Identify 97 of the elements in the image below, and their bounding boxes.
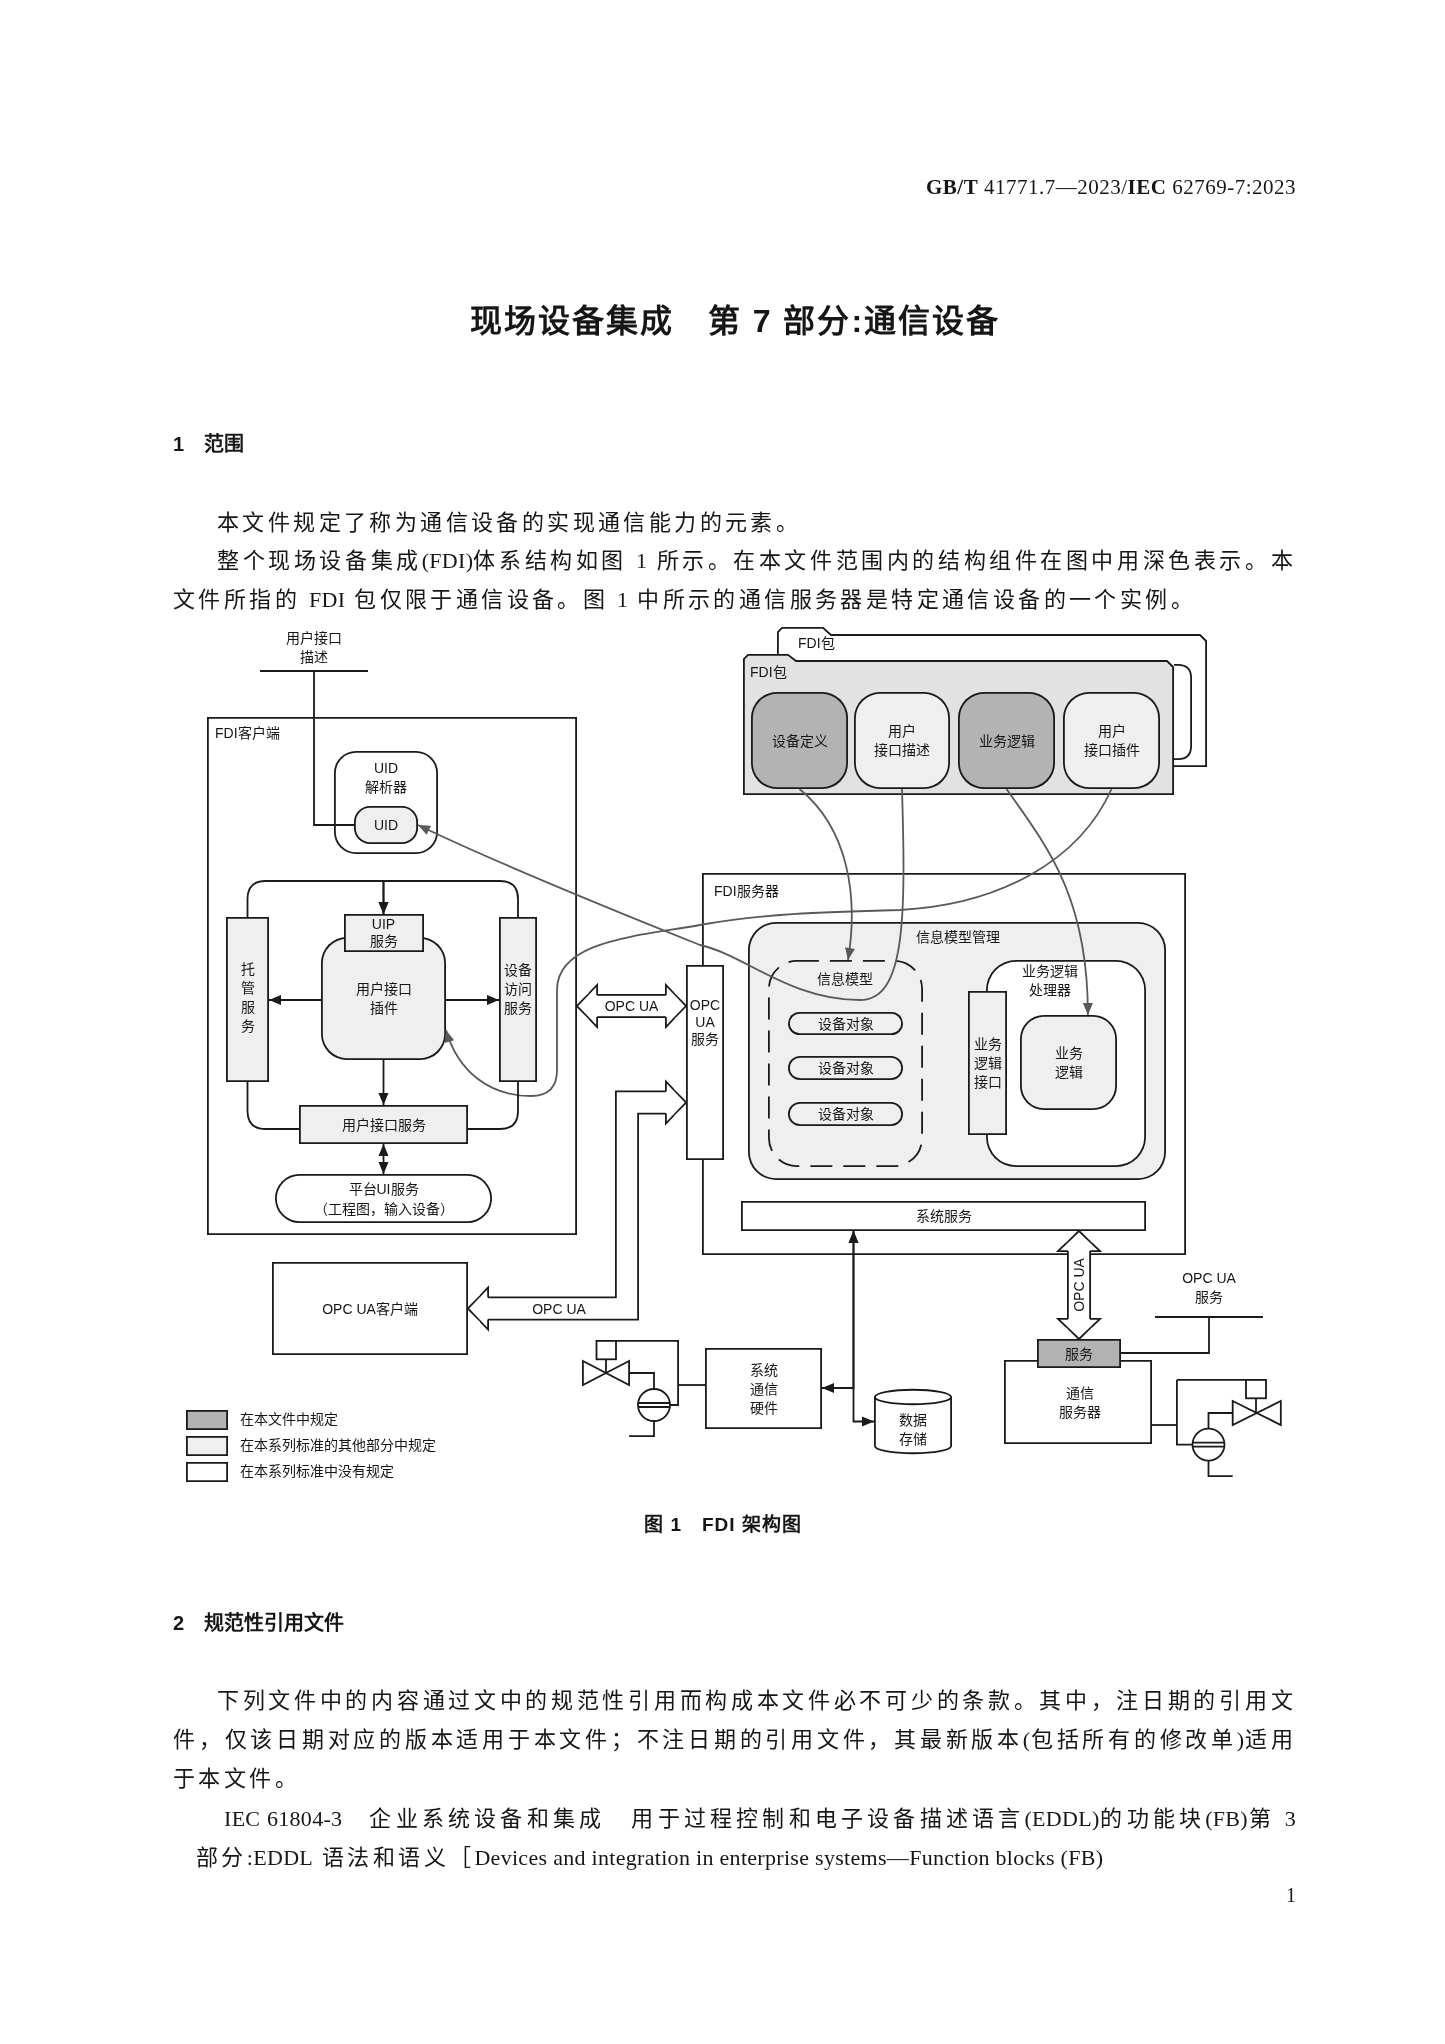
group-title: UID 解析器: [365, 759, 407, 797]
rounded-pill: [275, 1174, 492, 1223]
process-box: [299, 1105, 468, 1144]
body-paragraph: 下列文件中的内容通过文中的规范性引用而构成本文件必不可少的条款。其中，注日期的引用文件，仅该日期对应的版本适用于本文件；不注日期的引用文件，其最新版本(包括所有的修改单)适用于本文件。: [173, 1687, 1296, 1793]
section-heading: 1 范围: [173, 432, 245, 457]
node-label: 平台UI服务: [348, 1179, 419, 1199]
node-label: 通信服务器: [1059, 1384, 1101, 1422]
legend-label: 在本文件中规定: [240, 1411, 338, 1429]
valve-icon: [582, 1340, 679, 1437]
connector-line: [678, 1384, 706, 1386]
component-box: [958, 692, 1055, 789]
object-pill: [788, 1056, 903, 1080]
legend-label: 在本系列标准的其他部分中规定: [240, 1437, 436, 1455]
node-label: 设备访问服务: [504, 960, 532, 1018]
document-title: 现场设备集成 第 7 部分:通信设备: [469, 302, 1001, 341]
node-label: OPC UA客户端: [322, 1299, 418, 1318]
process-box: [343, 914, 424, 952]
package-folder: [743, 654, 1174, 795]
node-label: 业务逻辑: [1054, 1043, 1083, 1082]
rounded-container: [748, 922, 1166, 1180]
node-label: 用户接口服务: [341, 1115, 426, 1134]
group-title: 业务逻辑处理器: [1022, 962, 1078, 1000]
node-label: OPC UA 服务: [689, 996, 721, 1048]
valve-icon: [1176, 1379, 1282, 1477]
service-bar: [686, 965, 724, 1160]
edge-label: OPC UA: [1071, 1257, 1087, 1313]
connector-line: [246, 1081, 300, 1130]
rounded-container: [986, 960, 1146, 1167]
arrow: [417, 788, 905, 1001]
node-label: 用户接口插件: [1083, 721, 1140, 760]
arrow: [378, 1143, 389, 1175]
component-box: [751, 692, 848, 789]
arrow: [1005, 788, 1093, 1016]
node-label: （工程图，输入设备）: [313, 1199, 454, 1219]
arrow: [378, 880, 519, 918]
node-label: 数据存储: [899, 1411, 927, 1449]
group-title: 信息模型: [817, 969, 873, 989]
process-box: [1037, 1339, 1121, 1368]
database-cylinder: [874, 1389, 952, 1454]
container-box: [207, 717, 577, 1235]
connector-line: [1151, 1424, 1177, 1426]
standard-number: GB/T 41771.7—2023/IEC 62769-7:2023: [926, 174, 1296, 200]
component-box: [1063, 692, 1160, 789]
reference-entry: IEC 61804-3 企业系统设备和集成 用于过程控制和电子设备描述语言(EDDL)的功能块(FB)第 3 部分:EDDL 语法和语义［Devices and integration in enterprise systems—Function blocks (FB): [195, 1805, 1296, 1872]
rounded-box: [1174, 664, 1192, 760]
group-title: 信息模型管理: [916, 927, 1000, 947]
node-label: 设备对象: [817, 1058, 874, 1078]
figure-caption: 图 1 FDI 架构图: [644, 1513, 802, 1537]
service-bar: [226, 917, 269, 1082]
interface-symbol: [260, 628, 368, 672]
node-label: 业务逻辑接口: [973, 1034, 1002, 1092]
interface-label: OPC UA 服务: [1182, 1269, 1236, 1307]
edge-label: OPC UA: [603, 998, 660, 1014]
rounded-box: [1020, 1015, 1117, 1110]
arrow: [268, 995, 322, 1005]
node-label: 用户接口插件: [355, 979, 412, 1018]
node-label: UID: [373, 815, 399, 835]
node-label: UIP 服务: [369, 916, 398, 950]
process-box: [272, 1262, 468, 1355]
node-label: 设备对象: [817, 1104, 874, 1124]
body-paragraph: 本文件规定了称为通信设备的实现通信能力的元素。: [216, 509, 803, 537]
service-bar: [499, 917, 537, 1082]
arrow: [848, 1230, 875, 1427]
arrow: [445, 995, 500, 1005]
section-heading: 2 规范性引用文件: [173, 1611, 345, 1636]
dashed-container: [768, 960, 923, 1167]
group-title: FDI客户端: [215, 723, 280, 743]
arrow: [445, 788, 1113, 1097]
rounded-container: [334, 751, 438, 854]
connector-line: [313, 671, 355, 826]
object-pill: [788, 1012, 903, 1035]
arrow: [798, 788, 855, 961]
process-box: [1004, 1360, 1152, 1444]
folder-title: FDI包: [750, 662, 787, 682]
node-label: 服务: [1065, 1344, 1093, 1363]
node-label: 系统服务: [915, 1206, 972, 1226]
group-title: FDI服务器: [714, 881, 779, 901]
object-pill: [788, 1102, 903, 1126]
service-bar: [968, 991, 1007, 1135]
process-box: [705, 1348, 822, 1429]
connector-line: [467, 1081, 519, 1130]
node-label: 系统通信硬件: [749, 1360, 778, 1417]
node-label: 用户接口描述: [874, 721, 930, 760]
connector-line: [1120, 1317, 1210, 1354]
folder-title: FDI包: [798, 633, 835, 653]
arrow: [378, 1059, 389, 1106]
node-label: 业务逻辑: [978, 731, 1035, 750]
node-label: 托管服务: [240, 960, 255, 1036]
node-label: 设备定义: [771, 731, 828, 750]
interface-label: 用户接口描述: [286, 629, 342, 667]
process-box: [741, 1201, 1146, 1231]
legend-label: 在本系列标准中没有规定: [240, 1463, 394, 1481]
rounded-box: [354, 806, 418, 844]
body-paragraph: 整个现场设备集成(FDI)体系结构如图 1 所示。在本文件范围内的结构组件在图中用深色表示。本文件所指的 FDI 包仅限于通信设备。图 1 中所示的通信服务器是特定通信设备的一个实例。: [173, 547, 1296, 614]
component-box: [854, 692, 950, 789]
page-number: 1: [1286, 1883, 1296, 1907]
node-label: 设备对象: [817, 1014, 874, 1033]
